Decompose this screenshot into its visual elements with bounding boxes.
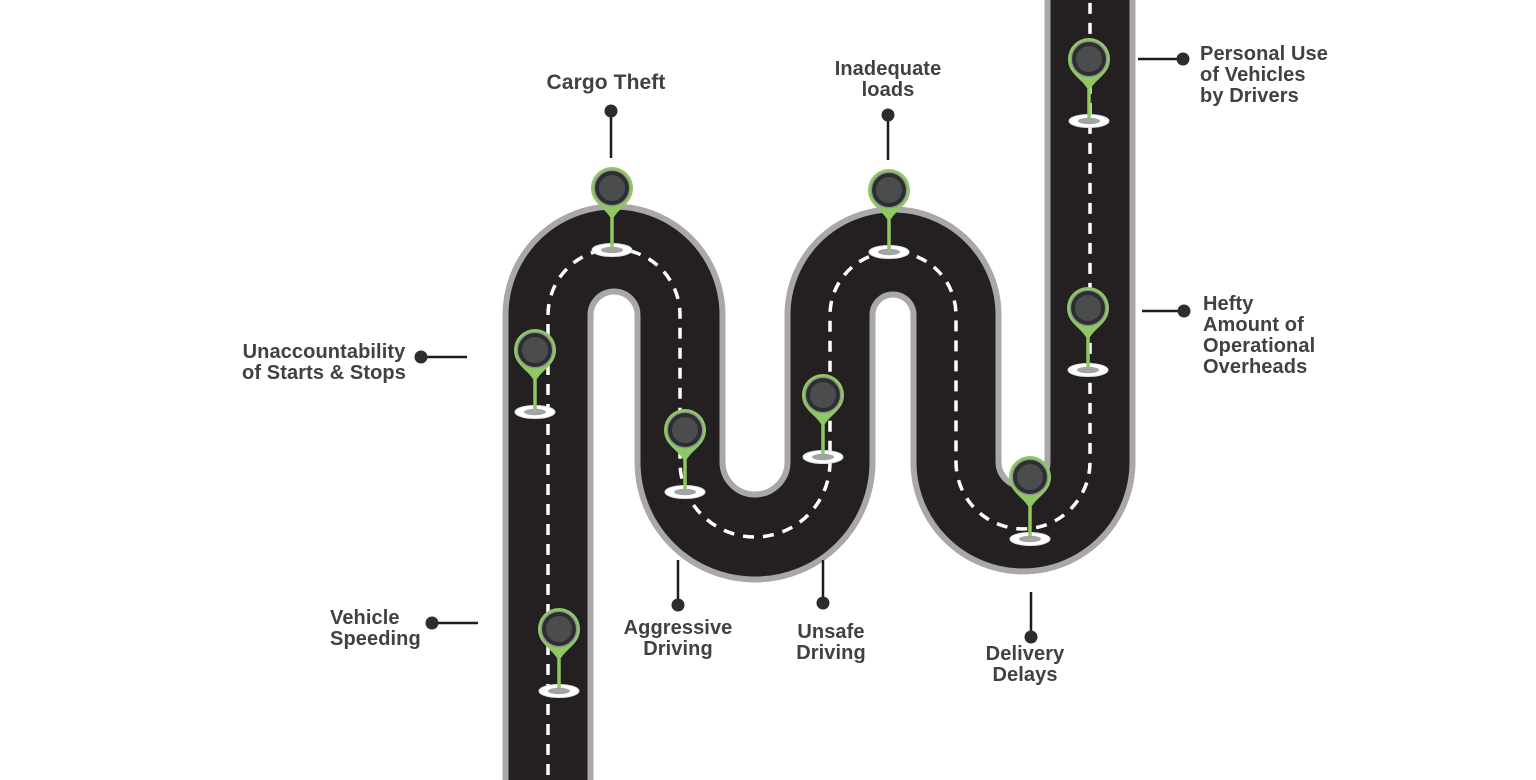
connector-dot [1176,52,1190,66]
connector-dot [1177,304,1191,318]
label-aggressive-driving: Aggressive Driving [623,617,733,660]
connector-unsafe-driving [816,560,830,610]
connector-dot [671,598,685,612]
label-personal-use-of-vehicles: Personal Use of Vehicles by Drivers [1200,43,1328,107]
label-unaccountability-starts-stops: Unaccountability of Starts & Stops [242,341,406,384]
connector-dot [1024,630,1038,644]
connector-hefty-operational-overheads [1142,304,1191,318]
connector-dot [414,350,428,364]
label-vehicle-speeding: Vehicle Speeding [330,607,421,650]
connector-dot [604,104,618,118]
connector-dot [816,596,830,610]
label-hefty-operational-overheads: Hefty Amount of Operational Overheads [1203,293,1316,378]
label-delivery-delays: Delivery Delays [985,643,1065,686]
label-inadequate-loads: Inadequate loads [834,58,942,101]
connector-aggressive-driving [671,560,685,612]
label-unsafe-driving: Unsafe Driving [796,621,866,664]
connector-delivery-delays [1024,592,1038,644]
label-cargo-theft: Cargo Theft [546,71,666,94]
connector-vehicle-speeding [425,616,478,630]
connector-unaccountability-starts-stops [414,350,467,364]
connector-personal-use-of-vehicles [1138,52,1190,66]
connector-inadequate-loads [881,108,895,160]
connector-dot [881,108,895,122]
connector-dot [425,616,439,630]
connector-cargo-theft [604,104,618,158]
